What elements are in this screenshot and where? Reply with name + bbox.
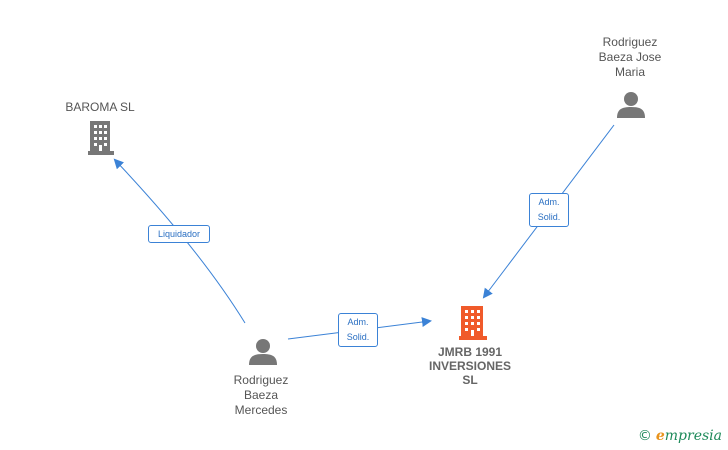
name-line: Rodriguez xyxy=(602,35,658,49)
person-icon[interactable] xyxy=(249,339,277,365)
relation-label-adm-solid-jose[interactable]: Adm. Solid. xyxy=(529,193,569,227)
edge-mercedes-to-baroma xyxy=(113,158,246,324)
relation-line: Adm. xyxy=(347,317,369,327)
person-icon[interactable] xyxy=(617,92,645,118)
relation-line: Solid. xyxy=(346,332,370,342)
name-line: INVERSIONES xyxy=(428,359,512,373)
relation-line: Adm. xyxy=(538,197,560,207)
empresia-watermark: © empresia xyxy=(638,428,722,444)
relation-label-adm-solid-mercedes[interactable]: Adm. Solid. xyxy=(338,313,378,347)
name-line: Mercedes xyxy=(234,403,288,417)
node-label-baroma: BAROMA SL xyxy=(65,100,135,114)
name-line: Baeza Jose xyxy=(598,50,662,64)
relation-line: Solid. xyxy=(537,212,561,222)
name-line: Maria xyxy=(614,65,645,79)
node-label-jose-maria: Rodriguez Baeza Jose Maria xyxy=(580,35,680,80)
relation-label-liquidador[interactable]: Liquidador xyxy=(148,225,210,243)
name-line: SL xyxy=(462,373,478,387)
name-line: Rodriguez xyxy=(233,373,289,387)
copyright-icon: © xyxy=(637,428,652,444)
node-label-mercedes: Rodriguez Baeza Mercedes xyxy=(211,373,311,418)
building-icon-highlighted[interactable] xyxy=(459,306,487,340)
brand-logo: empresia xyxy=(655,428,722,444)
name-line: JMRB 1991 xyxy=(437,345,503,359)
node-label-jmrb: JMRB 1991 INVERSIONES SL xyxy=(415,345,525,387)
name-line: Baeza xyxy=(243,388,279,402)
building-icon[interactable] xyxy=(88,121,114,155)
